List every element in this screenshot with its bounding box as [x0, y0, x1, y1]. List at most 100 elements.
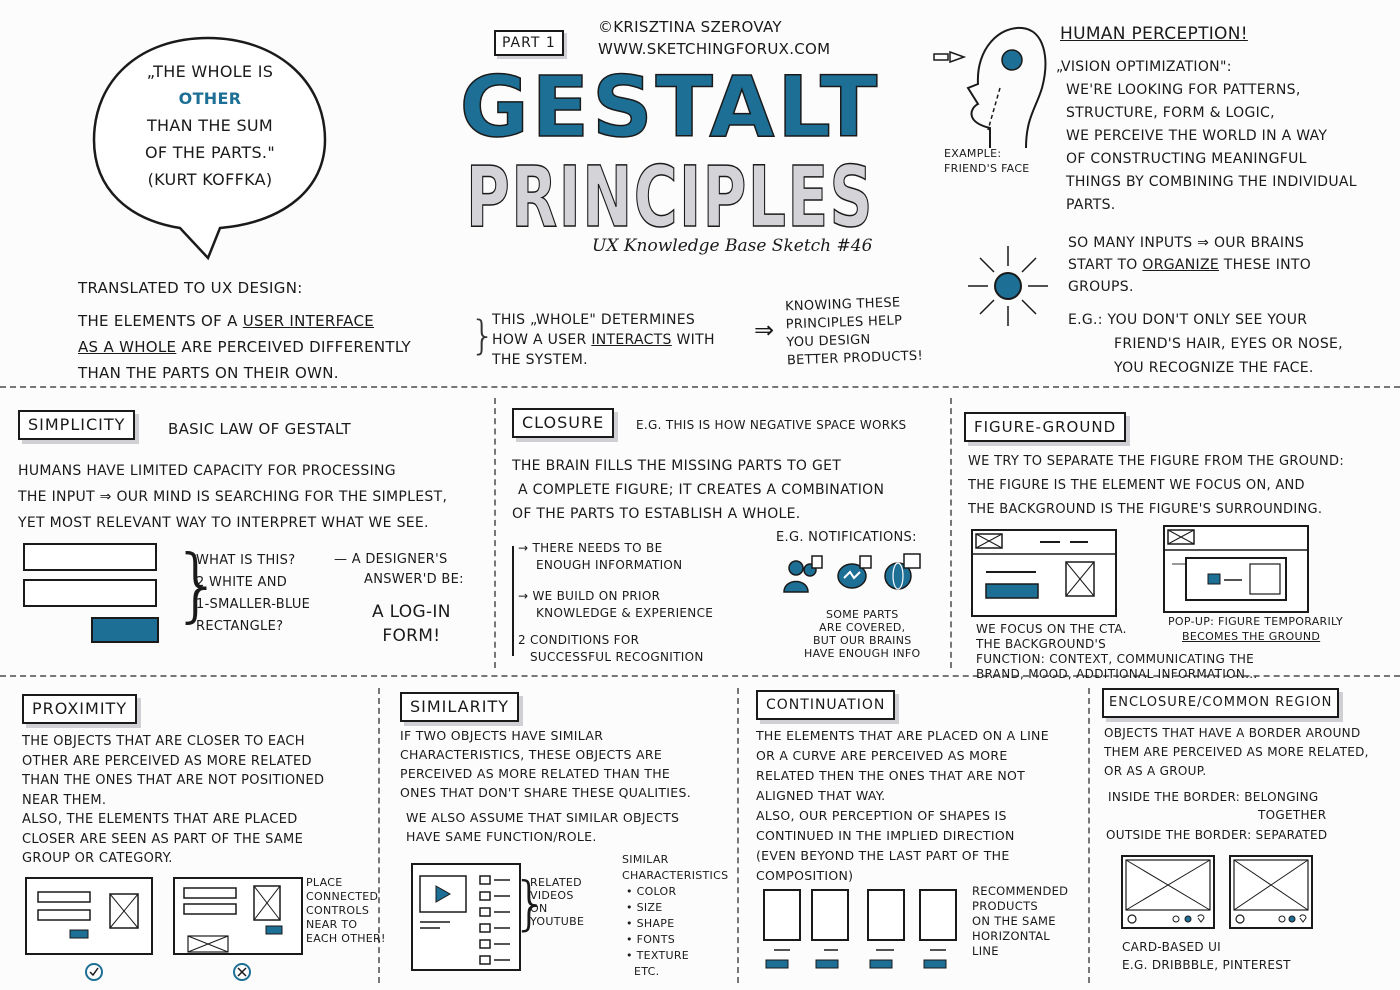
- users-icon: [783, 555, 823, 593]
- popup-caption: POP-UP: FIGURE TEMPORARILY BECOMES THE G…: [1168, 614, 1343, 644]
- similarity-l3: PERCEIVED AS MORE RELATED THAN THE: [400, 766, 671, 781]
- translated-m3: THE SYSTEM.: [492, 352, 588, 368]
- continuation-r5: LINE: [972, 944, 999, 958]
- popup-p1: POP-UP: FIGURE TEMPORARILY: [1168, 615, 1344, 628]
- translated-l1a: THE ELEMENTS OF A: [78, 312, 238, 330]
- continuation-r2: PRODUCTS: [972, 899, 1039, 913]
- face-l1: E.G.: YOU DON'T ONLY SEE YOUR: [1068, 312, 1308, 328]
- similarity-c4: • FONTS: [626, 933, 676, 946]
- proximity-s1: PLACE: [306, 876, 343, 889]
- quote-line2: THAN THE SUM: [146, 116, 274, 135]
- enclosure-outside: OUTSIDE THE BORDER: SEPARATED: [1106, 828, 1328, 842]
- quote-author: (KURT KOFFKA): [147, 170, 273, 189]
- simplicity-a2: ANSWER'D BE:: [364, 572, 464, 587]
- closure-notifications: E.G. NOTIFICATIONS:: [776, 530, 917, 545]
- simplicity-q3: 1-SMALLER-BLUE: [196, 597, 311, 612]
- perception-l1: „VISION OPTIMIZATION":: [1056, 59, 1232, 75]
- closure-c1: SOME PARTS: [825, 608, 899, 621]
- perception-l7: PARTS.: [1066, 197, 1116, 213]
- example-face-text: E.G.: YOU DON'T ONLY SEE YOUR FRIEND'S H…: [1068, 308, 1343, 380]
- messenger-icon: [837, 555, 872, 589]
- part-label: PART 1: [494, 30, 564, 56]
- translated-r4: BETTER PRODUCTS!: [786, 348, 924, 369]
- divider-v3: [378, 688, 380, 983]
- translated-l2a: AS A WHOLE: [78, 338, 177, 356]
- enclosure-i2: TOGETHER: [1258, 808, 1327, 822]
- enclosure-l3: OR AS A GROUP.: [1104, 764, 1207, 778]
- continuation-l4: ALIGNED THAT WAY.: [756, 788, 886, 803]
- similarity-c00: CHARACTERISTICS: [622, 869, 729, 882]
- card-2: [1229, 855, 1313, 929]
- perception-l6: THINGS BY COMBINING THE INDIVIDUAL: [1066, 174, 1357, 190]
- similarity-c1: • COLOR: [626, 885, 677, 898]
- card-c1: CARD-BASED UI: [1122, 940, 1221, 954]
- continuation-r3: ON THE SAME: [972, 914, 1056, 928]
- author-name: ©KRISZTINA SZEROVAY: [598, 18, 782, 36]
- figure-f4: BRAND, MOOD, ADDITIONAL INFORMATION...: [976, 667, 1258, 681]
- enclosure-text: OBJECTS THAT HAVE A BORDER AROUND THEM A…: [1104, 724, 1369, 781]
- continuation-l1: THE ELEMENTS THAT ARE PLACED ON A LINE: [756, 728, 1049, 743]
- closure-c4: HAVE ENOUGH INFO: [804, 647, 921, 660]
- similarity-l2: CHARACTERISTICS, THESE OBJECTS ARE: [400, 747, 663, 762]
- proximity-text: THE OBJECTS THAT ARE CLOSER TO EACH OTHE…: [22, 732, 324, 869]
- groups-l2c: THESE INTO: [1223, 257, 1312, 273]
- simplicity-l2: THE INPUT ⇒ OUR MIND IS SEARCHING FOR TH…: [18, 489, 448, 505]
- closure-b2a: → WE BUILD ON PRIOR: [518, 589, 661, 603]
- youtube-wireframe: [411, 863, 521, 971]
- title-line2: PRINCIPLES: [466, 148, 874, 238]
- proximity-l5: ALSO, THE ELEMENTS THAT ARE PLACED: [22, 812, 298, 827]
- similarity-l6: HAVE SAME FUNCTION/ROLE.: [406, 829, 597, 844]
- closure-l2: A COMPLETE FIGURE; IT CREATES A COMBINAT…: [518, 482, 885, 498]
- continuation-l5: ALSO, OUR PERCEPTION OF SHAPES IS: [756, 808, 1007, 823]
- title-graphic: GESTALT PRINCIPLES: [460, 58, 880, 238]
- groups-l2a: START TO: [1068, 257, 1138, 273]
- notification-icons: [783, 553, 921, 593]
- card-caption: CARD-BASED UI E.G. DRIBBBLE, PINTEREST: [1122, 938, 1291, 974]
- proximity-label: PROXIMITY: [22, 694, 138, 724]
- translated-m2c: WITH: [676, 332, 715, 348]
- card-c2: E.G. DRIBBBLE, PINTEREST: [1122, 958, 1291, 972]
- closure-heading: E.G. THIS IS HOW NEGATIVE SPACE WORKS: [636, 418, 907, 432]
- figure-l1: WE TRY TO SEPARATE THE FIGURE FROM THE G…: [968, 454, 1345, 469]
- translated-l1b: USER INTERFACE: [242, 312, 375, 330]
- similarity-c6: ETC.: [634, 965, 660, 978]
- proximity-l6: CLOSER ARE SEEN AS PART OF THE SAME: [22, 831, 304, 847]
- enclosure-i1: INSIDE THE BORDER: BELONGING: [1108, 790, 1319, 804]
- closure-text: THE BRAIN FILLS THE MISSING PARTS TO GET…: [512, 454, 884, 526]
- closure-covered: SOME PARTS ARE COVERED, BUT OUR BRAINS H…: [804, 608, 921, 660]
- continuation-r4: HORIZONTAL: [972, 929, 1051, 943]
- proximity-s5: EACH OTHER!: [306, 932, 386, 945]
- perception-l5: OF CONSTRUCTING MEANINGFUL: [1066, 151, 1307, 167]
- translated-left: THE ELEMENTS OF A USER INTERFACE AS A WH…: [78, 308, 411, 386]
- divider-middle: [0, 675, 1400, 677]
- perception-l4: WE PERCEIVE THE WORLD IN A WAY: [1066, 128, 1328, 144]
- login-form-sketch: [23, 543, 159, 643]
- groups-text: SO MANY INPUTS ⇒ OUR BRAINS START TO ORG…: [1068, 232, 1311, 298]
- quote-block: „THE WHOLE IS OTHER THAN THE SUM OF THE …: [120, 58, 300, 193]
- simplicity-a3: A LOG-IN: [372, 602, 451, 622]
- continuation-l2: OR A CURVE ARE PERCEIVED AS MORE: [756, 748, 1008, 763]
- proximity-s3: CONTROLS: [306, 904, 370, 917]
- brace-icon-3: }: [512, 869, 549, 937]
- closure-l1: THE BRAIN FILLS THE MISSING PARTS TO GET: [512, 458, 842, 474]
- closure-c2: ARE COVERED,: [819, 621, 906, 634]
- proximity-l4: NEAR THEM.: [22, 792, 107, 808]
- popup-p2: BECOMES THE GROUND: [1182, 630, 1321, 643]
- closure-label: CLOSURE: [512, 408, 615, 438]
- similarity-l5: WE ALSO ASSUME THAT SIMILAR OBJECTS: [406, 810, 680, 825]
- similarity-c0: SIMILAR: [622, 853, 669, 866]
- enclosure-label: ENCLOSURE/COMMON REGION: [1102, 688, 1340, 718]
- similarity-c5: • TEXTURE: [626, 949, 690, 962]
- title-line1: GESTALT: [460, 58, 880, 156]
- youtube-caption: RELATED VIDEOS ON YOUTUBE: [530, 876, 584, 928]
- simplicity-a4: FORM!: [382, 626, 441, 646]
- closure-b1a: → THERE NEEDS TO BE: [518, 541, 663, 555]
- figure-text: WE TRY TO SEPARATE THE FIGURE FROM THE G…: [968, 450, 1344, 522]
- speech-bubble-icon: [92, 36, 327, 261]
- enclosure-l2: THEM ARE PERCEIVED AS MORE RELATED,: [1104, 745, 1369, 759]
- proximity-s4: NEAR TO: [306, 918, 358, 931]
- groups-l2b: ORGANIZE: [1142, 257, 1220, 273]
- enclosure-l1: OBJECTS THAT HAVE A BORDER AROUND: [1104, 726, 1361, 740]
- perception-text: „VISION OPTIMIZATION": WE'RE LOOKING FOR…: [1056, 56, 1357, 217]
- simplicity-label: SIMPLICITY: [18, 410, 136, 440]
